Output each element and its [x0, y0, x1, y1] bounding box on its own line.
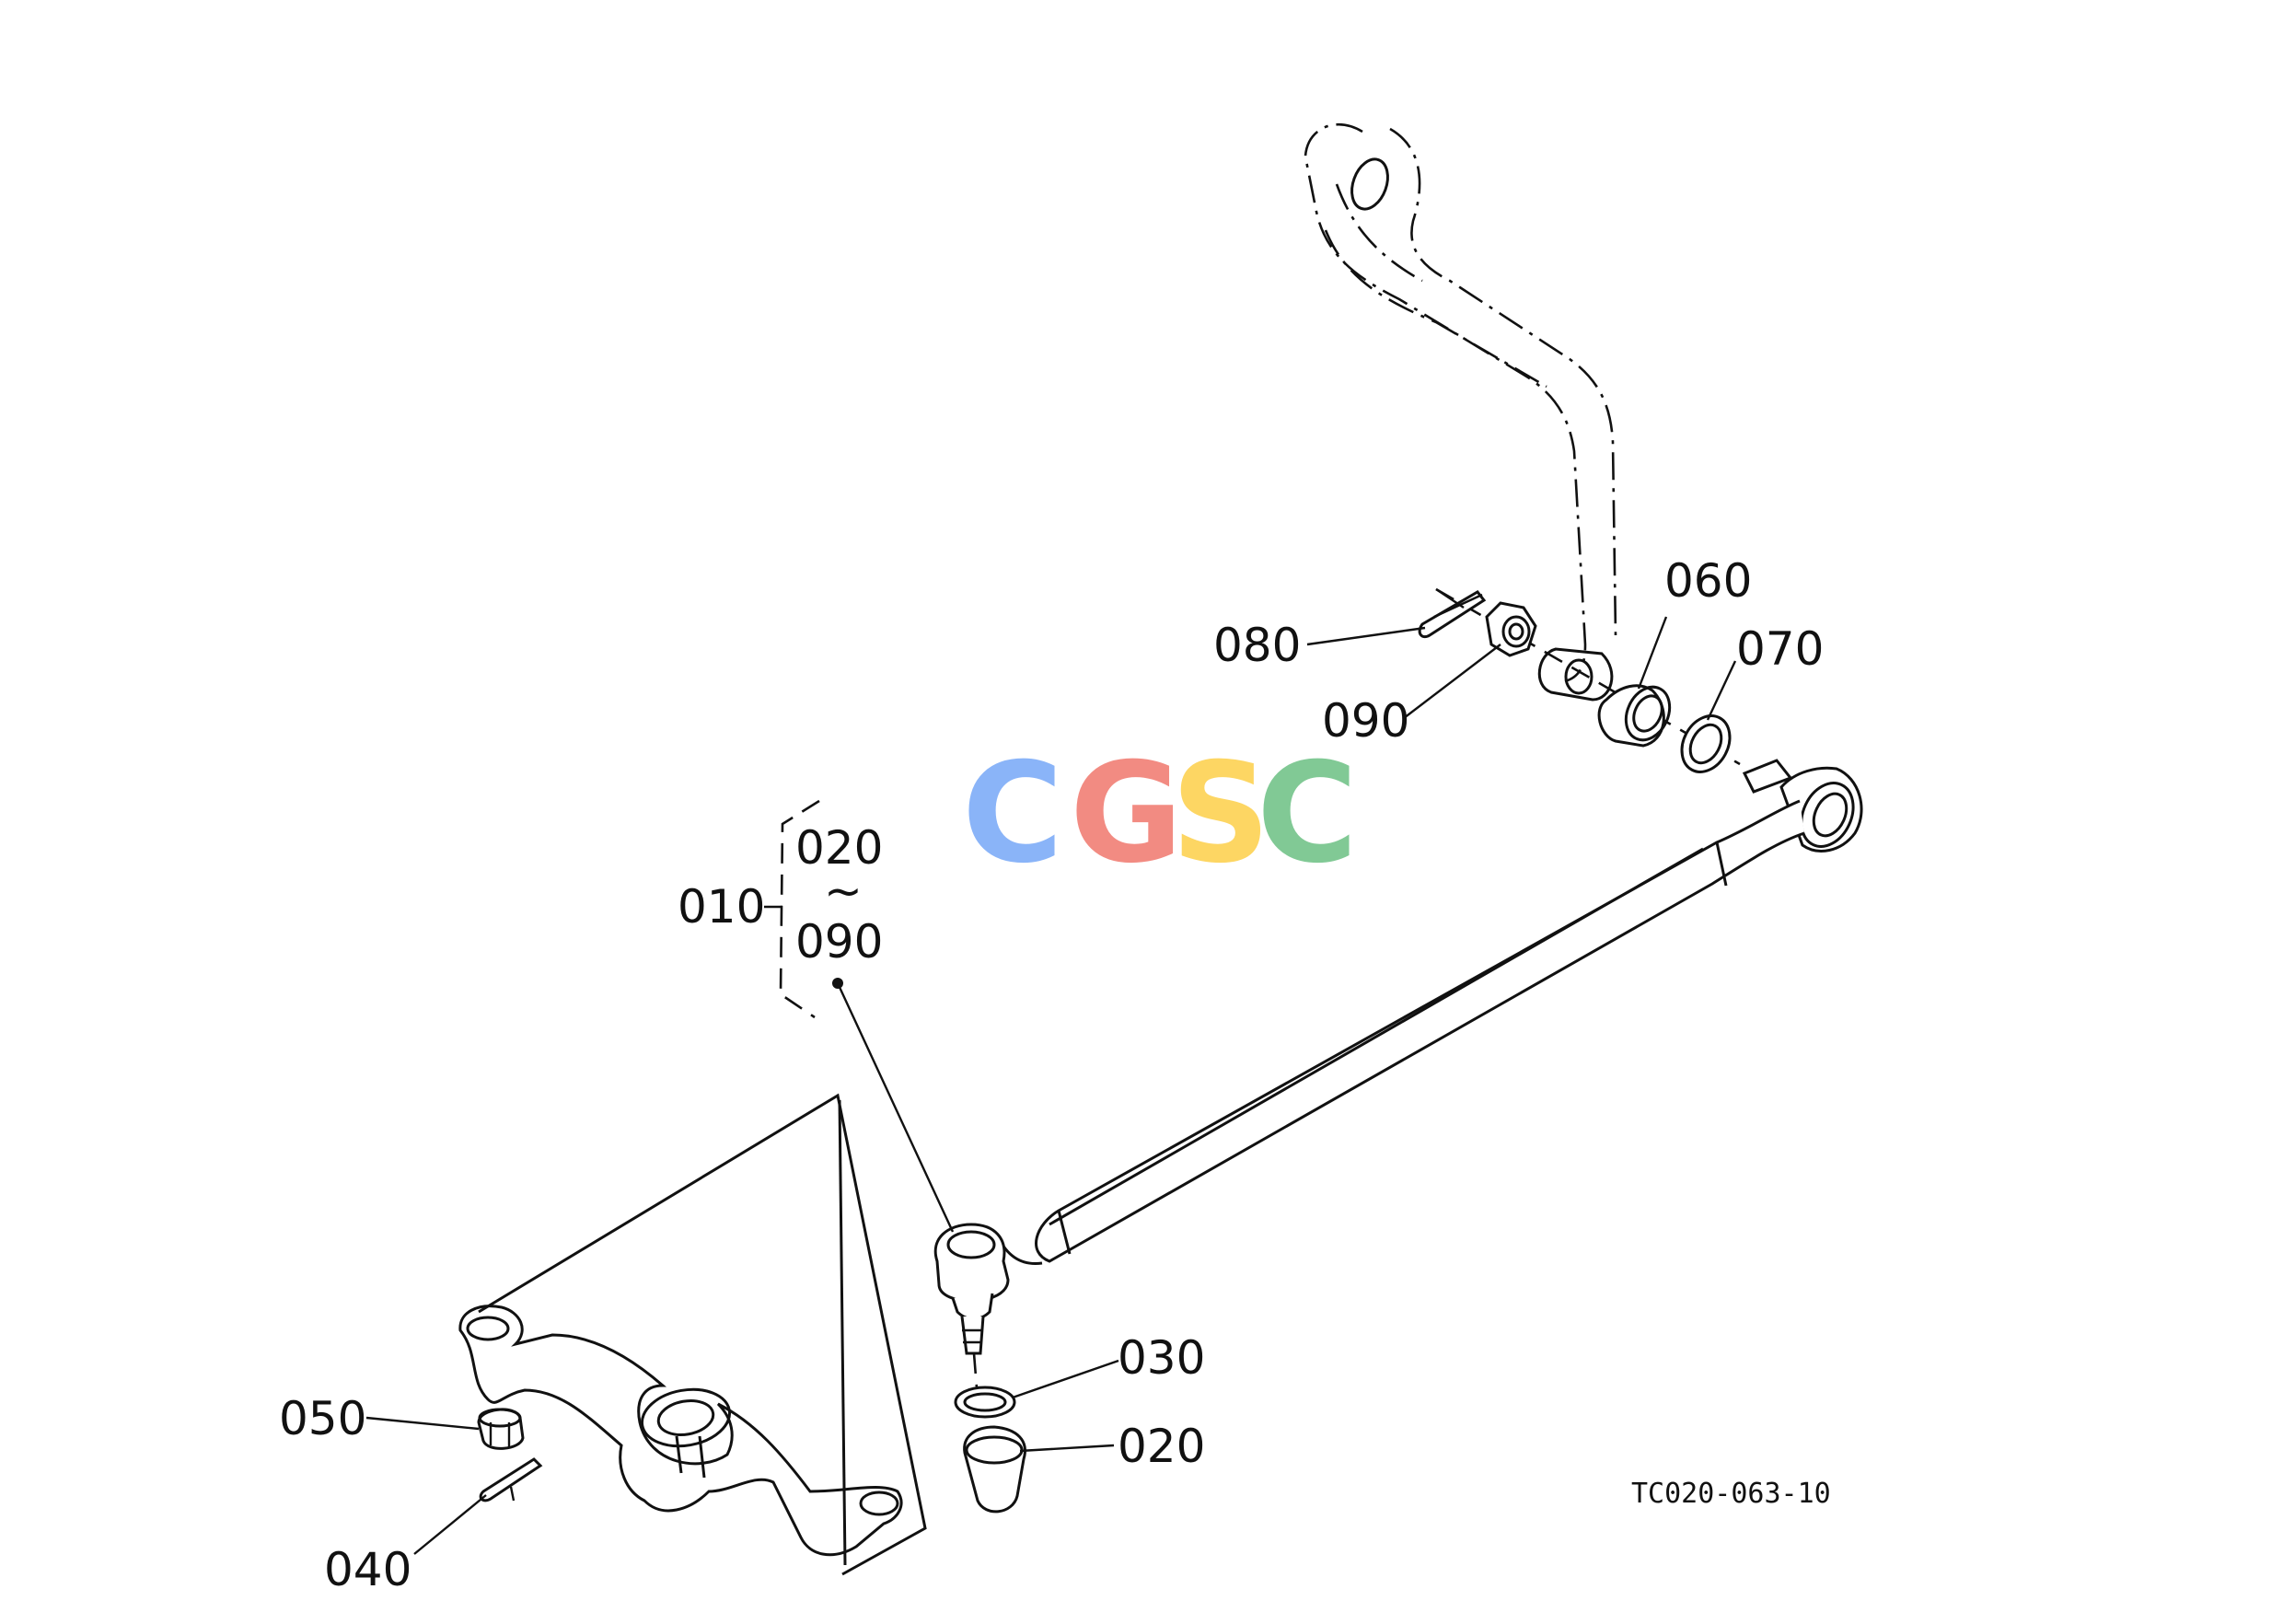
label-020: 020 — [1118, 1420, 1205, 1473]
label-030: 030 — [1118, 1331, 1205, 1385]
cotter-pin-040 — [479, 1457, 543, 1502]
cotter-pin-080 — [1418, 588, 1487, 639]
label-070: 070 — [1736, 622, 1824, 676]
label-010: 010 — [678, 880, 765, 934]
watermark-letter-1: C — [962, 734, 1063, 894]
castle-nut-090 — [1485, 601, 1537, 657]
castle-nut-050 — [477, 1408, 525, 1450]
watermark-letter-3: S — [1171, 734, 1270, 894]
seal-070 — [1680, 714, 1732, 773]
label-090: 090 — [1322, 694, 1409, 748]
seal-030 — [954, 1386, 1016, 1419]
pitman-arm — [1304, 122, 1617, 702]
bush-060 — [1597, 684, 1672, 748]
label-040: 040 — [324, 1543, 411, 1596]
group-bracket-010 — [779, 799, 820, 1019]
watermark-logo: C G S C — [962, 734, 1358, 894]
watermark-letter-2: G — [1070, 734, 1183, 894]
label-080: 080 — [1213, 619, 1301, 672]
knuckle-arm — [458, 1305, 903, 1557]
label-range-tilde: ~ — [824, 864, 863, 918]
watermark-letter-4: C — [1257, 734, 1358, 894]
label-050: 050 — [279, 1392, 366, 1445]
label-range-start-020: 020 — [795, 821, 883, 875]
label-060: 060 — [1664, 554, 1752, 608]
reference-plane — [478, 1093, 927, 1576]
boot-020 — [963, 1425, 1026, 1514]
tie-rod — [933, 759, 1863, 1355]
figure-code: TC020-063-10 — [1631, 1478, 1831, 1510]
label-range-end-090: 090 — [795, 915, 883, 969]
leader-lines — [365, 616, 1737, 1555]
labels: 080 090 060 070 010 020 ~ 090 030 020 05… — [279, 554, 1831, 1596]
